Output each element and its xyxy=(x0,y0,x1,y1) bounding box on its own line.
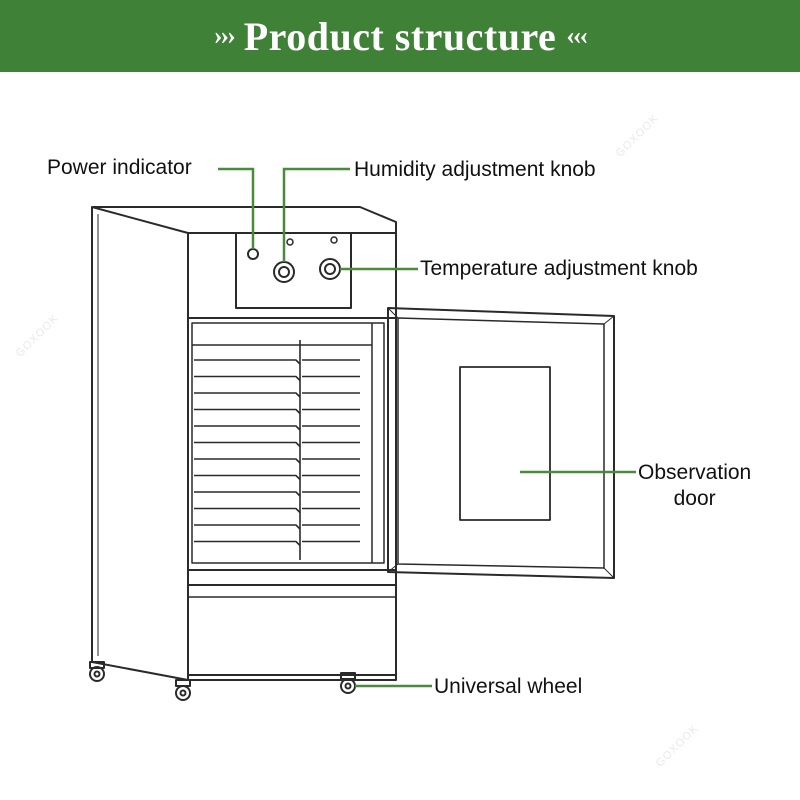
universal-wheel-label: Universal wheel xyxy=(434,675,583,698)
leader-power-indicator xyxy=(218,167,255,249)
cabinet-top xyxy=(91,206,397,234)
door-window xyxy=(459,366,551,521)
temperature-knob-label: Temperature adjustment knob xyxy=(420,257,698,280)
tray-shelf xyxy=(194,458,360,464)
cabinet-front xyxy=(187,232,397,681)
cabinet-side xyxy=(91,207,189,681)
page-title: Product structure xyxy=(243,13,557,59)
humidity-knob xyxy=(273,261,295,283)
temperature-knob xyxy=(319,258,341,280)
observation-door-label-line1: Observation xyxy=(638,461,752,484)
universal-wheel-center xyxy=(175,679,191,701)
humidity-knob-label: Humidity adjustment knob xyxy=(354,158,596,181)
observation-door-label: Observation door xyxy=(638,460,751,513)
tray-shelf xyxy=(194,441,360,448)
universal-wheel-left xyxy=(89,661,105,682)
tray-shelf xyxy=(194,375,360,382)
tray-shelf xyxy=(194,474,360,481)
lower-drawer xyxy=(187,584,397,676)
tray-shelf xyxy=(194,392,360,398)
tray-shelf xyxy=(194,524,360,530)
left-chevrons: ››› xyxy=(213,21,236,50)
tray-shelf xyxy=(194,507,360,514)
tray-shelf xyxy=(194,408,360,415)
tray-shelf xyxy=(194,491,360,497)
power-indicator-label: Power indicator xyxy=(47,156,192,179)
observation-door xyxy=(387,307,615,579)
tray-shelf xyxy=(194,540,360,547)
tray-rack xyxy=(194,340,360,560)
header-banner: ››› Product structure ‹‹‹ xyxy=(0,0,800,72)
right-chevrons: ‹‹‹ xyxy=(566,21,588,50)
tray-shelf xyxy=(194,425,360,431)
tray-shelf xyxy=(194,359,360,365)
power-indicator-light xyxy=(247,248,259,260)
inner-chamber xyxy=(191,322,385,564)
control-panel xyxy=(235,232,352,309)
observation-door-label-line2: door xyxy=(673,487,716,511)
leader-humidity-knob xyxy=(282,167,350,262)
